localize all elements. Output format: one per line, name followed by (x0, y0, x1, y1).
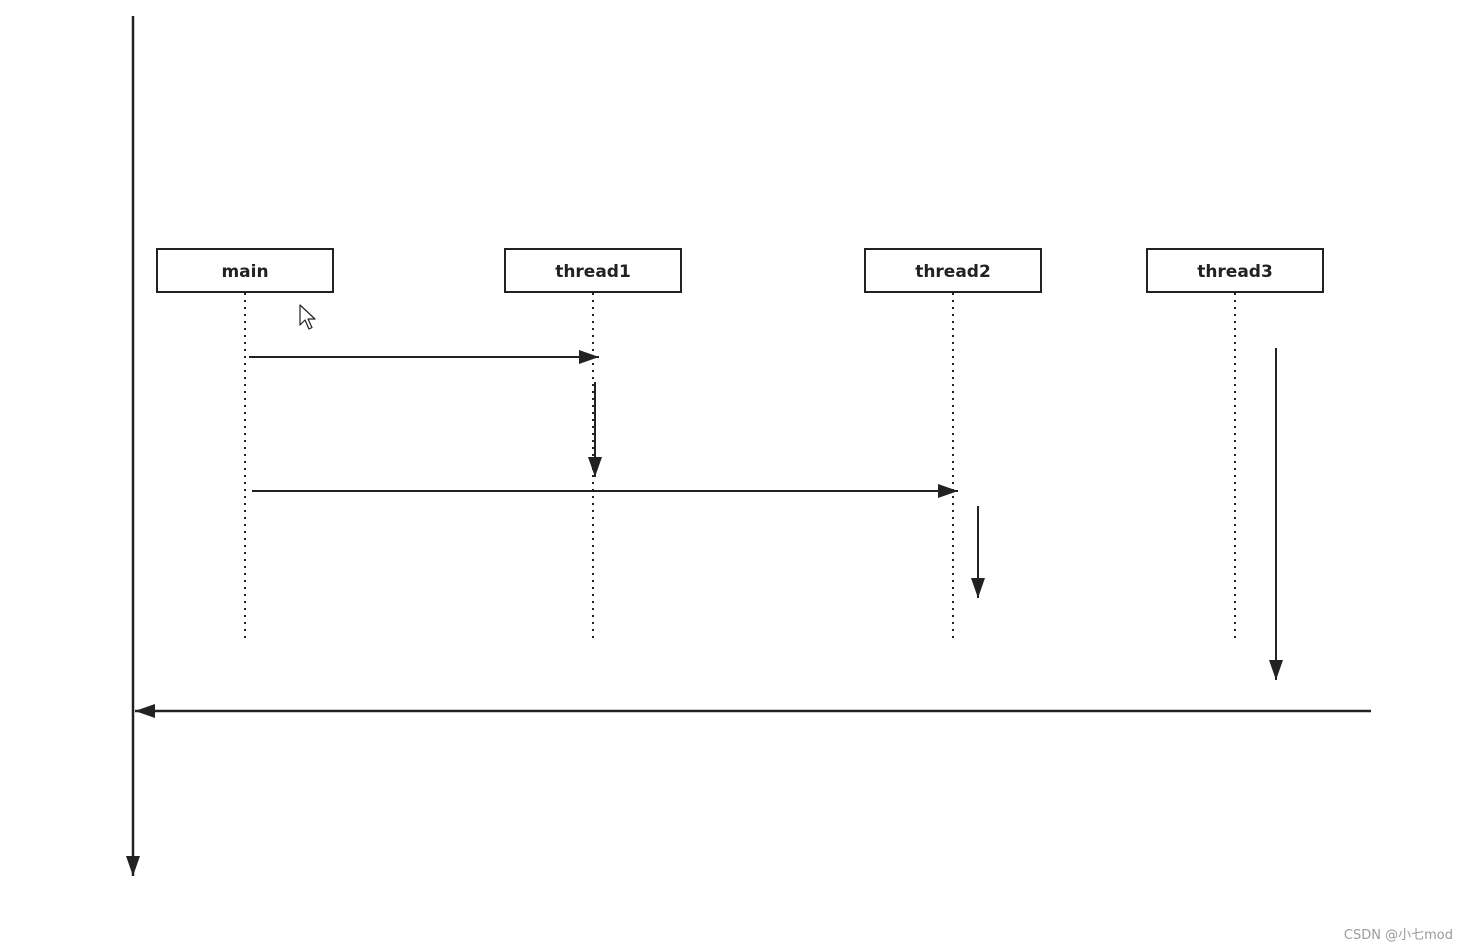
lifeline-box-thread3 (1146, 248, 1324, 293)
lifeline-thread1: thread1 (504, 248, 682, 642)
watermark-text: CSDN @小七mod (1343, 928, 1453, 943)
lifeline-label-thread1: thread1 (555, 262, 631, 282)
lifeline-label-main: main (221, 262, 268, 282)
lifeline-thread3: thread3 (1146, 248, 1324, 642)
lifeline-main: main (156, 248, 334, 642)
mouse-cursor-icon (299, 304, 316, 330)
lifeline-box-thread2 (864, 248, 1042, 293)
lifeline-label-thread3: thread3 (1197, 262, 1273, 282)
lifeline-box-main (156, 248, 334, 293)
lifeline-thread2: thread2 (864, 248, 1042, 642)
lifeline-label-thread2: thread2 (915, 262, 991, 282)
lifeline-box-thread1 (504, 248, 682, 293)
